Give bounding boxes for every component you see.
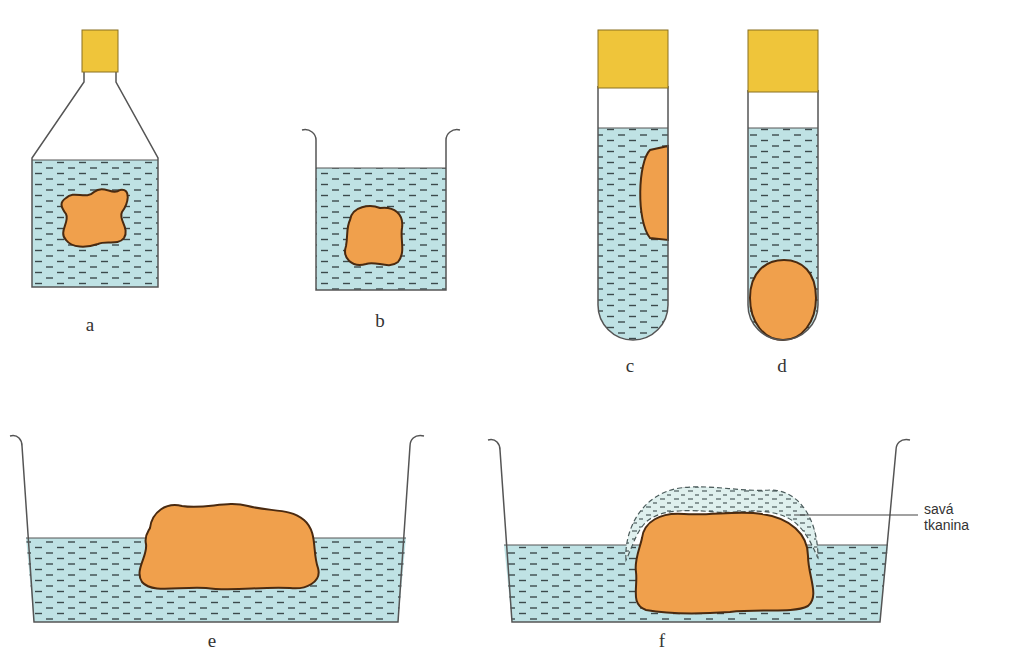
- test-tube: [598, 30, 668, 340]
- figure-letter: f: [659, 630, 665, 652]
- bottle: [32, 30, 158, 287]
- callout-label: savá tkanina: [922, 500, 998, 534]
- trough: [10, 436, 424, 622]
- leader-line: [794, 514, 918, 515]
- figure-letter: c: [626, 355, 634, 377]
- test-tube: [748, 30, 818, 340]
- beaker: [302, 130, 460, 290]
- figure-letter: a: [86, 314, 94, 336]
- figure-letter: e: [208, 630, 216, 652]
- figure-letter: b: [375, 310, 385, 332]
- trough: [488, 440, 918, 622]
- figure-letter: d: [777, 355, 787, 377]
